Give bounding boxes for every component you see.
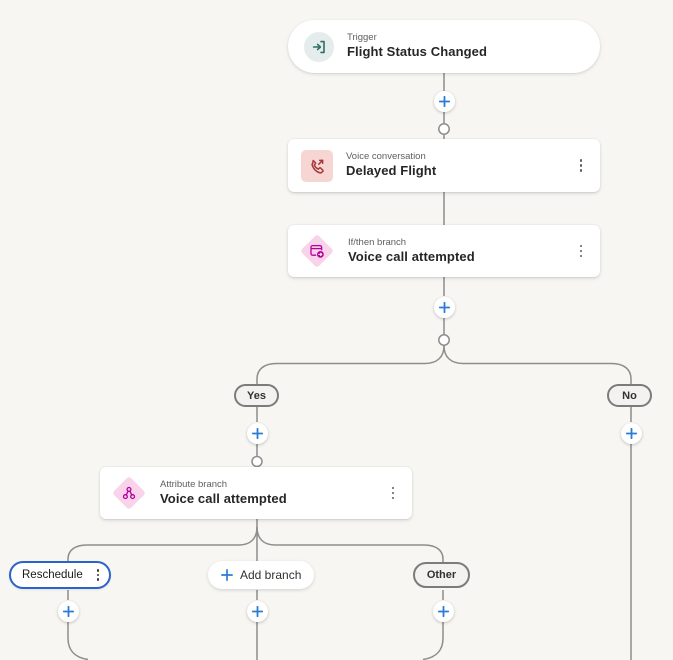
add-node-button[interactable] bbox=[246, 600, 268, 622]
node-category: Attribute branch bbox=[160, 478, 228, 490]
plus-icon bbox=[625, 427, 637, 439]
node-trigger[interactable]: Trigger Flight Status Changed bbox=[288, 20, 600, 73]
more-options-icon[interactable] bbox=[572, 240, 590, 262]
add-node-button[interactable] bbox=[433, 296, 455, 318]
add-node-button[interactable] bbox=[57, 600, 79, 622]
sign-in-icon bbox=[304, 31, 334, 62]
node-voice-conversation[interactable]: Voice conversation Delayed Flight bbox=[288, 139, 600, 192]
plus-icon bbox=[438, 96, 450, 107]
node-title: Delayed Flight bbox=[346, 163, 437, 179]
add-branch-button[interactable]: Add branch bbox=[208, 561, 315, 589]
connector-dot[interactable] bbox=[438, 123, 450, 135]
node-title: Voice call attempted bbox=[348, 248, 475, 264]
branch-label-other[interactable]: Other bbox=[413, 562, 470, 588]
branch-label-yes[interactable]: Yes bbox=[234, 384, 279, 407]
connector-dot[interactable] bbox=[438, 334, 450, 346]
plus-icon bbox=[438, 301, 450, 313]
branch-label-no[interactable]: No bbox=[607, 384, 652, 407]
branch-label-reschedule[interactable]: Reschedule bbox=[9, 561, 111, 589]
branch-label-text: Reschedule bbox=[22, 569, 83, 581]
add-node-button[interactable] bbox=[620, 422, 642, 444]
plus-icon bbox=[251, 427, 263, 439]
more-options-icon[interactable] bbox=[384, 482, 402, 504]
add-node-button[interactable] bbox=[246, 422, 268, 444]
if-then-branch-icon bbox=[299, 233, 335, 269]
connector-dot[interactable] bbox=[251, 455, 263, 468]
plus-icon bbox=[221, 569, 233, 581]
plus-icon bbox=[437, 605, 449, 617]
add-node-button[interactable] bbox=[432, 600, 454, 622]
node-title: Flight Status Changed bbox=[347, 44, 488, 60]
plus-icon bbox=[62, 605, 74, 617]
node-category: Trigger bbox=[347, 32, 377, 44]
plus-icon bbox=[251, 605, 263, 617]
node-if-then-branch[interactable]: If/then branch Voice call attempted bbox=[288, 225, 600, 277]
more-options-icon[interactable] bbox=[93, 566, 103, 583]
node-attribute-branch[interactable]: Attribute branch Voice call attempted bbox=[100, 467, 412, 519]
attribute-branch-icon bbox=[111, 475, 147, 511]
add-branch-label: Add branch bbox=[240, 568, 302, 582]
node-category: If/then branch bbox=[348, 236, 407, 248]
phone-outgoing-icon bbox=[301, 149, 333, 182]
node-category: Voice conversation bbox=[346, 151, 426, 163]
more-options-icon[interactable] bbox=[572, 155, 590, 177]
node-title: Voice call attempted bbox=[160, 490, 287, 506]
add-node-button[interactable] bbox=[433, 91, 455, 112]
